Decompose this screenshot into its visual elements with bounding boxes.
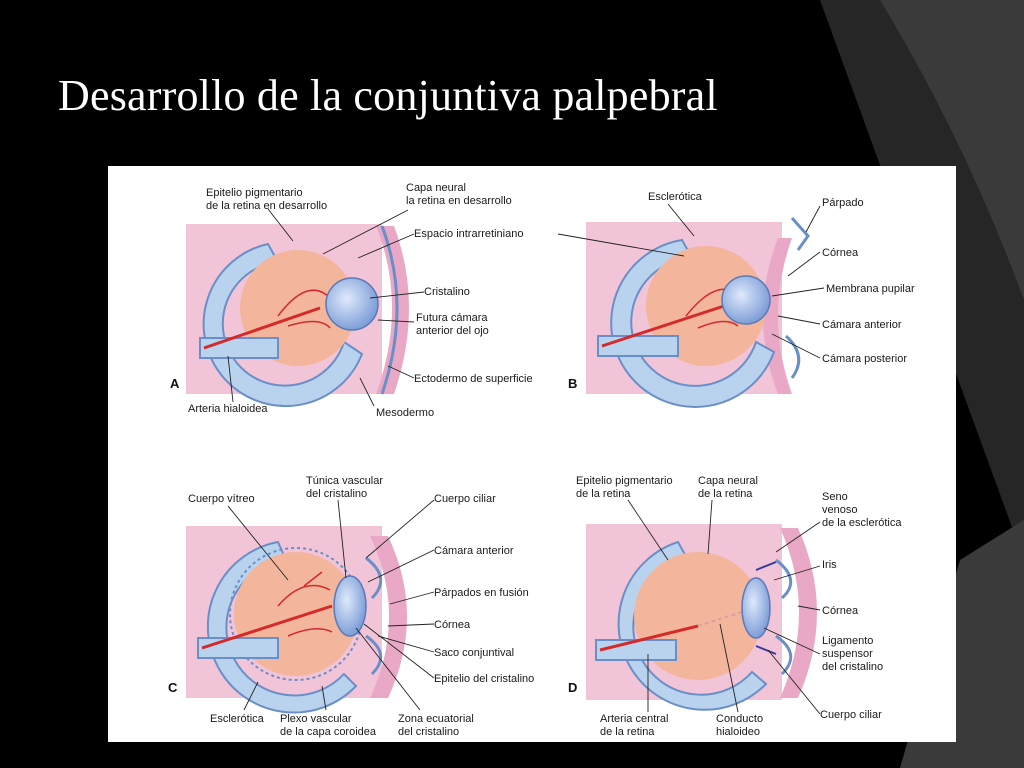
panel-letter-b: B	[568, 376, 577, 391]
label-c-esclerotica: Esclerótica	[210, 713, 265, 725]
label-a-capa-neural-2: la retina en desarrollo	[406, 195, 512, 207]
label-d-ligamento-1: Ligamento	[822, 635, 873, 647]
label-d-capa-neural-2: de la retina	[698, 488, 753, 500]
label-d-seno-1: Seno	[822, 491, 848, 503]
label-d-epitelio-2: de la retina	[576, 488, 631, 500]
label-a-ectodermo: Ectodermo de superficie	[414, 373, 533, 385]
label-c-saco: Saco conjuntival	[434, 647, 514, 659]
label-c-cuerpo-ciliar: Cuerpo ciliar	[434, 493, 496, 505]
label-d-capa-neural-1: Capa neural	[698, 475, 758, 487]
label-c-camara-anterior: Cámara anterior	[434, 545, 514, 557]
label-d-conducto-2: hialoideo	[716, 726, 760, 738]
label-c-cornea: Córnea	[434, 619, 471, 631]
panel-d: D Epitelio pigmentario de la retina Capa…	[568, 475, 902, 738]
label-a-epitelio-1: Epitelio pigmentario	[206, 187, 303, 199]
decor-gray-curve-light	[880, 0, 1024, 300]
label-d-ligamento-3: del cristalino	[822, 661, 883, 673]
label-c-epitelio: Epitelio del cristalino	[434, 673, 534, 685]
panel-letter-c: C	[168, 680, 178, 695]
label-a-capa-neural-1: Capa neural	[406, 182, 466, 194]
label-d-epitelio-1: Epitelio pigmentario	[576, 475, 673, 487]
label-b-camara-anterior: Cámara anterior	[822, 319, 902, 331]
label-a-arteria: Arteria hialoidea	[188, 403, 268, 415]
label-d-arteria-2: de la retina	[600, 726, 655, 738]
label-d-seno-3: de la esclerótica	[822, 517, 902, 529]
panel-a: A Epitelio pigmentario de la retina en d…	[170, 182, 533, 419]
embryology-figure: A Epitelio pigmentario de la retina en d…	[108, 166, 956, 742]
label-c-cuerpo-vitreo: Cuerpo vítreo	[188, 493, 255, 505]
panel-b: B Esclerótica Párpado Córnea Membrana pu…	[557, 191, 915, 408]
panel-letter-a: A	[170, 376, 180, 391]
label-b-membrana: Membrana pupilar	[826, 283, 915, 295]
panel-letter-d: D	[568, 680, 577, 695]
label-a-cristalino: Cristalino	[424, 286, 470, 298]
label-c-parpados: Párpados en fusión	[434, 587, 529, 599]
label-d-arteria-1: Arteria central	[600, 713, 668, 725]
label-c-plexo-2: de la capa coroidea	[280, 726, 377, 738]
label-a-futura-2: anterior del ojo	[416, 325, 489, 337]
label-c-zona-1: Zona ecuatorial	[398, 713, 474, 725]
label-b-cornea: Córnea	[822, 247, 859, 259]
label-b-esclerotica: Esclerótica	[648, 191, 703, 203]
label-b-parpado: Párpado	[822, 197, 864, 209]
label-d-cornea: Córnea	[822, 605, 859, 617]
slide-title: Desarrollo de la conjuntiva palpebral	[58, 71, 718, 120]
label-d-seno-2: venoso	[822, 504, 857, 516]
label-d-iris: Iris	[822, 559, 837, 571]
label-a-mesodermo: Mesodermo	[376, 407, 434, 419]
label-a-futura-1: Futura cámara	[416, 312, 488, 324]
label-d-cuerpo-ciliar: Cuerpo ciliar	[820, 709, 882, 721]
label-c-plexo-1: Plexo vascular	[280, 713, 352, 725]
label-d-conducto-1: Conducto	[716, 713, 763, 725]
label-a-espacio: Espacio intrarretiniano	[414, 228, 523, 240]
label-d-ligamento-2: suspensor	[822, 648, 873, 660]
label-c-zona-2: del cristalino	[398, 726, 459, 738]
label-c-tunica-2: del cristalino	[306, 488, 367, 500]
label-b-camara-posterior: Cámara posterior	[822, 353, 907, 365]
label-a-epitelio-2: de la retina en desarrollo	[206, 200, 327, 212]
label-c-tunica-1: Túnica vascular	[306, 475, 383, 487]
panel-c: C Cuerpo vítreo Túnica vascular del cris…	[168, 475, 534, 738]
